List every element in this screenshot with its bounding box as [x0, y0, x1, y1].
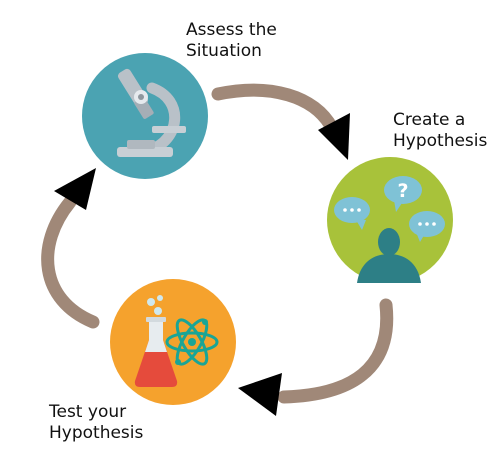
- arrowhead-create-to-test: [238, 373, 282, 416]
- microscope-icon: [117, 68, 186, 157]
- lab-flask-atom-icon: [134, 295, 219, 387]
- svg-text:?: ?: [397, 180, 408, 202]
- step-assess: [82, 53, 208, 179]
- step-assess-label-line-1: Assess the: [186, 20, 277, 40]
- thinking-person-icon: ?: [334, 176, 445, 283]
- arrow-test-to-assess: [41, 195, 100, 329]
- arrow-assess-to-create: [211, 83, 339, 135]
- step-test-label-line-2: Hypothesis: [49, 423, 144, 443]
- step-create-label-line-1: Create a: [393, 110, 466, 130]
- step-create-label-line-2: Hypothesis: [393, 131, 488, 151]
- step-test: [110, 279, 236, 405]
- step-create-label: Create a Hypothesis: [393, 110, 487, 152]
- step-test-label: Test your Hypothesis: [49, 402, 143, 444]
- arrow-create-to-test: [277, 298, 394, 404]
- arrowhead-assess-to-create: [318, 113, 350, 160]
- step-create: ?: [327, 157, 453, 283]
- step-assess-label: Assess the Situation: [186, 20, 277, 62]
- step-assess-label-line-2: Situation: [186, 41, 262, 61]
- arrowhead-test-to-assess: [54, 168, 96, 210]
- step-test-label-line-1: Test your: [49, 402, 127, 422]
